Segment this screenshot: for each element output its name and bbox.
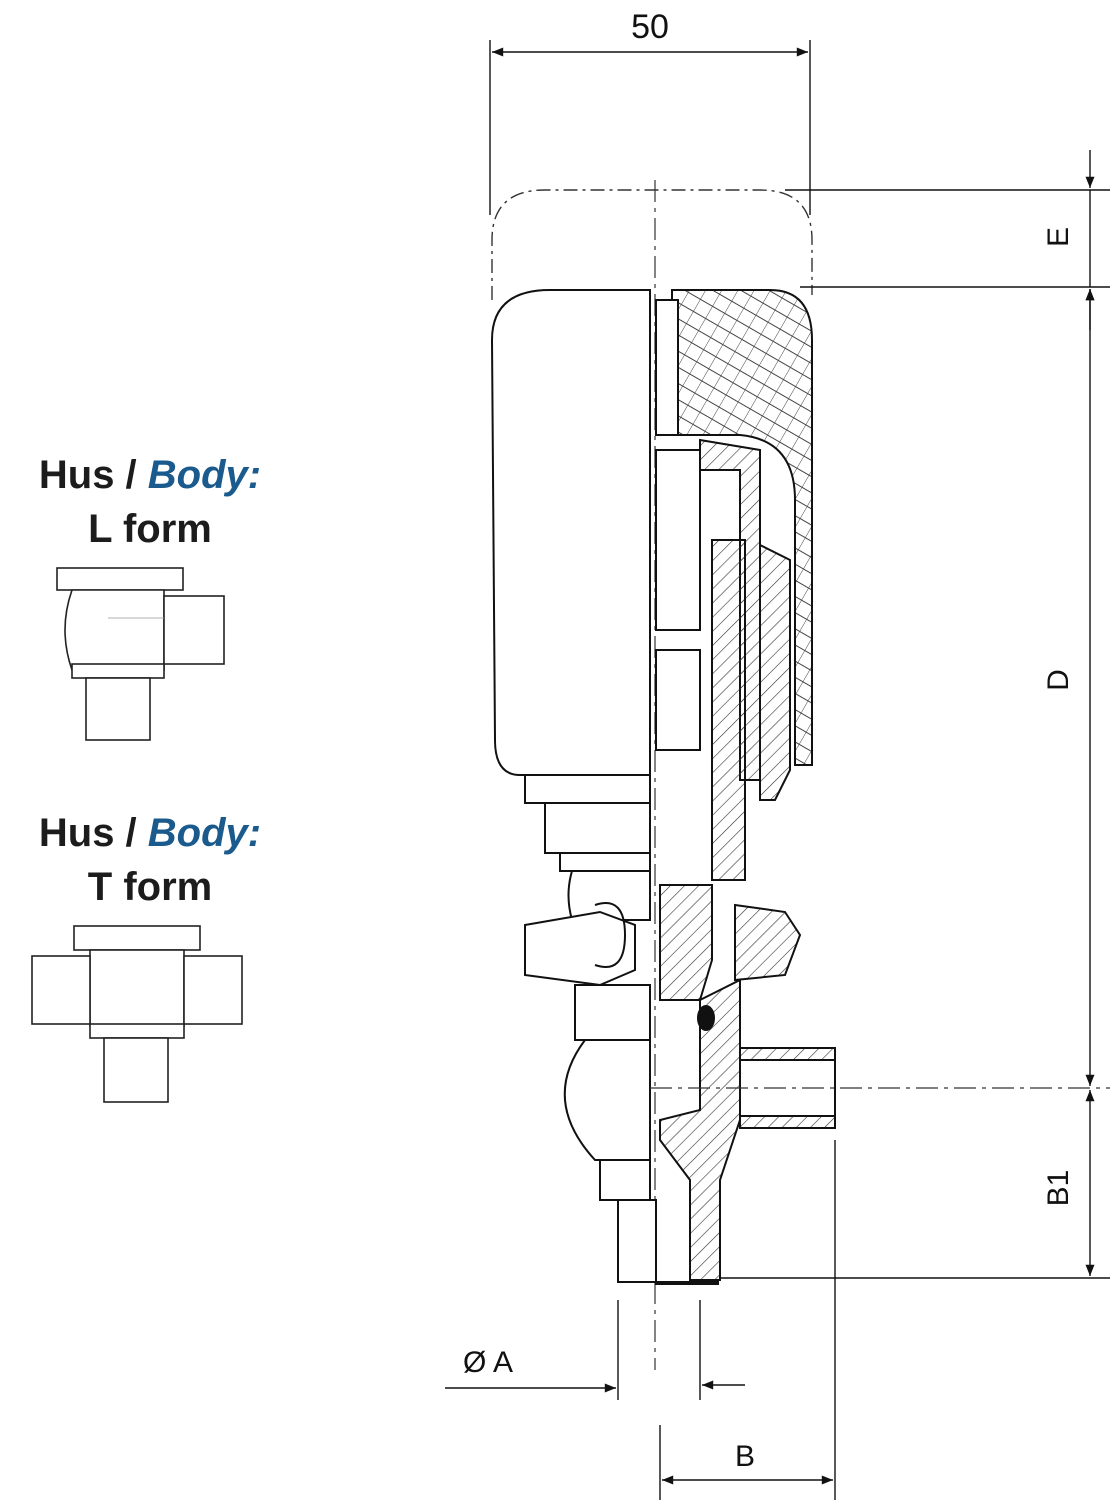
dimension-width-label: 50 xyxy=(631,8,669,46)
t-form-body-word: Body: xyxy=(147,811,262,855)
t-form-heading: Hus / Body: xyxy=(0,806,300,860)
l-form-label: Hus / Body: L form xyxy=(0,448,300,556)
valve-section-view xyxy=(655,289,836,1285)
l-form-body-word: Body: xyxy=(147,453,262,497)
dimension-diameter-a-label: Ø A xyxy=(463,1346,513,1379)
l-form-name: L form xyxy=(88,507,212,551)
l-form-body-icon xyxy=(56,567,225,741)
dimension-diameter-a xyxy=(445,1300,745,1400)
dimension-width xyxy=(489,40,811,215)
t-form-name: T form xyxy=(87,865,213,909)
phantom-cap-outline xyxy=(491,189,813,300)
l-form-heading: Hus / Body: xyxy=(0,448,300,502)
valve-external-view xyxy=(490,289,657,1283)
t-form-label: Hus / Body: T form xyxy=(0,806,300,914)
dimension-chain-right xyxy=(720,150,1110,1279)
l-form-prefix: Hus / xyxy=(38,453,148,497)
dimension-b-label: B xyxy=(735,1440,755,1473)
dimension-b xyxy=(659,1140,836,1500)
dimension-e-label: E xyxy=(1042,227,1075,247)
t-form-prefix: Hus / xyxy=(38,811,148,855)
dimension-d-label: D xyxy=(1042,669,1075,691)
t-form-body-icon xyxy=(31,925,243,1103)
dimension-b1-label: B1 xyxy=(1042,1170,1075,1207)
